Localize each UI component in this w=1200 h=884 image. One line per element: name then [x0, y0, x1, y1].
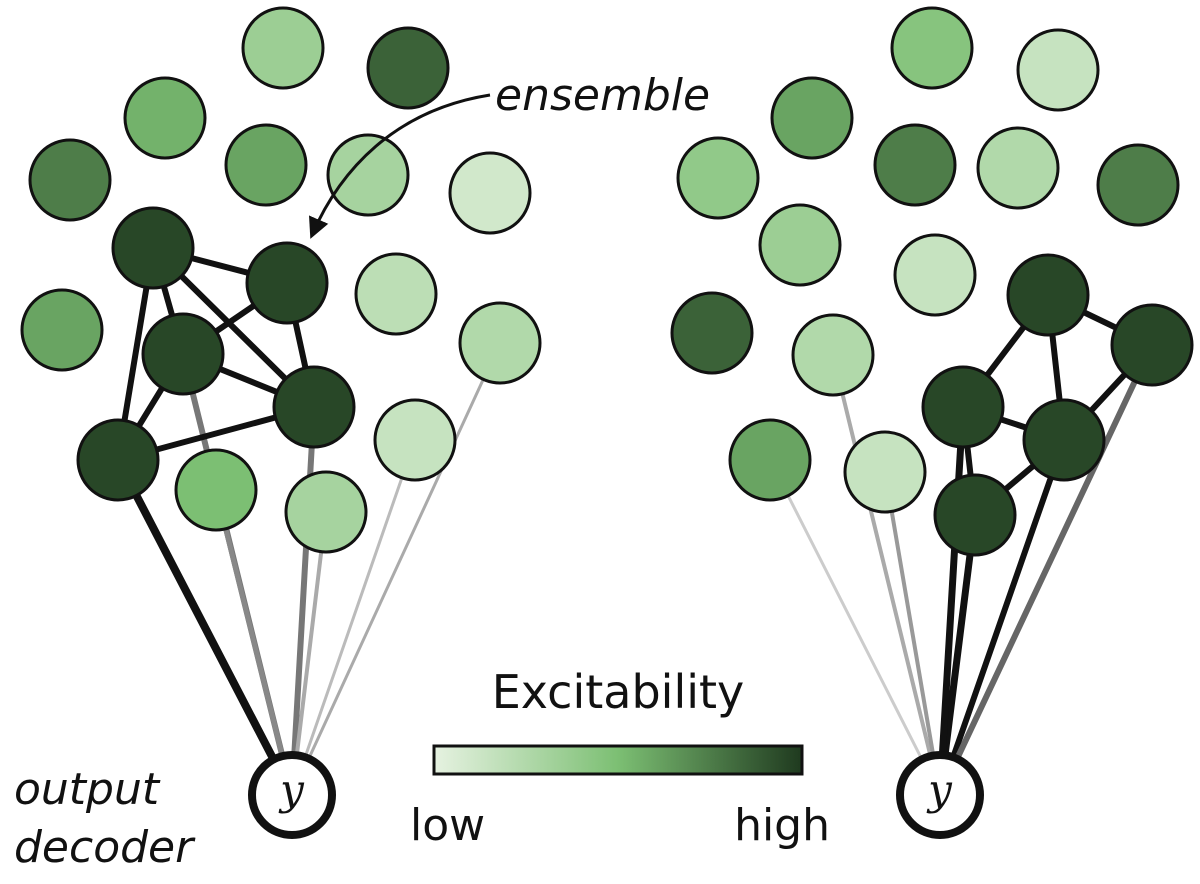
- right-neuron-node: [843, 430, 927, 514]
- left-ensemble-neuron-node: [76, 418, 160, 502]
- right-neuron-node: [770, 76, 854, 160]
- left-neuron-node: [20, 288, 104, 372]
- left-neuron-node: [284, 470, 368, 554]
- right-decoder-link: [883, 470, 942, 797]
- right-neuron-node: [676, 136, 760, 220]
- left-neuron-node: [174, 448, 258, 532]
- right-ensemble-neuron-node: [933, 473, 1017, 557]
- right-decoder-link: [936, 403, 967, 799]
- left-ensemble-neuron-node: [111, 206, 195, 290]
- ensemble-pointer-arrow: [309, 93, 491, 239]
- decoder-label: decoder: [14, 822, 196, 873]
- right-decoder-link: [937, 342, 1155, 798]
- left-ensemble-neuron-node: [141, 312, 225, 396]
- left-decoder-link: [213, 487, 295, 798]
- left-neuron-node: [241, 6, 325, 90]
- right-neuron-node: [1096, 143, 1180, 227]
- right-decoder-link: [831, 353, 942, 797]
- right-neuron-node: [893, 233, 977, 317]
- right-neuron-node: [758, 203, 842, 287]
- left-decoder-symbol: y: [278, 765, 305, 814]
- left-neuron-node: [458, 301, 542, 385]
- right-decoder-node: [896, 751, 984, 839]
- left-output-decoder: y: [248, 751, 336, 839]
- left-neuron-node: [28, 138, 112, 222]
- left-neuron-node: [354, 252, 438, 336]
- left-decoder-node: [248, 751, 336, 839]
- right-decoder-link: [937, 437, 1067, 798]
- right-neuron-node: [873, 123, 957, 207]
- legend-high-label: high: [734, 800, 830, 851]
- left-decoder-link: [290, 341, 502, 797]
- nodes-layer: [20, 6, 1194, 557]
- left-neuron-node: [448, 151, 532, 235]
- right-decoder-symbol: y: [926, 765, 953, 814]
- right-decoder-link: [768, 458, 942, 797]
- legend-gradient-bar: [432, 744, 804, 776]
- left-ensemble-neuron-node: [272, 365, 356, 449]
- right-ensemble-neuron-node: [921, 365, 1005, 449]
- right-neuron-node: [728, 418, 812, 502]
- left-neuron-node: [224, 123, 308, 207]
- legend-low-label: low: [410, 800, 485, 851]
- left-ensemble-neuron-node: [245, 241, 329, 325]
- left-neuron-node: [326, 133, 410, 217]
- left-neuron-node: [373, 398, 457, 482]
- left-neuron-node: [366, 26, 450, 110]
- left-decoder-link: [290, 438, 417, 797]
- left-neuron-node: [123, 76, 207, 160]
- ensemble-label: ensemble: [495, 70, 710, 121]
- right-neuron-node: [976, 126, 1060, 210]
- right-neuron-node: [890, 6, 974, 90]
- left-decoder-link: [114, 456, 296, 799]
- right-ensemble-neuron-node: [1022, 398, 1106, 482]
- right-neuron-node: [670, 291, 754, 375]
- right-output-decoder: y: [896, 751, 984, 839]
- right-ensemble-neuron-node: [1006, 253, 1090, 337]
- right-neuron-node: [791, 313, 875, 397]
- right-ensemble-neuron-node: [1110, 303, 1194, 387]
- legend-title: Excitability: [492, 665, 745, 719]
- output-label: output: [14, 764, 161, 815]
- left-decoder-link: [289, 404, 317, 798]
- right-neuron-node: [1016, 28, 1100, 112]
- left-decoder-link: [290, 510, 328, 797]
